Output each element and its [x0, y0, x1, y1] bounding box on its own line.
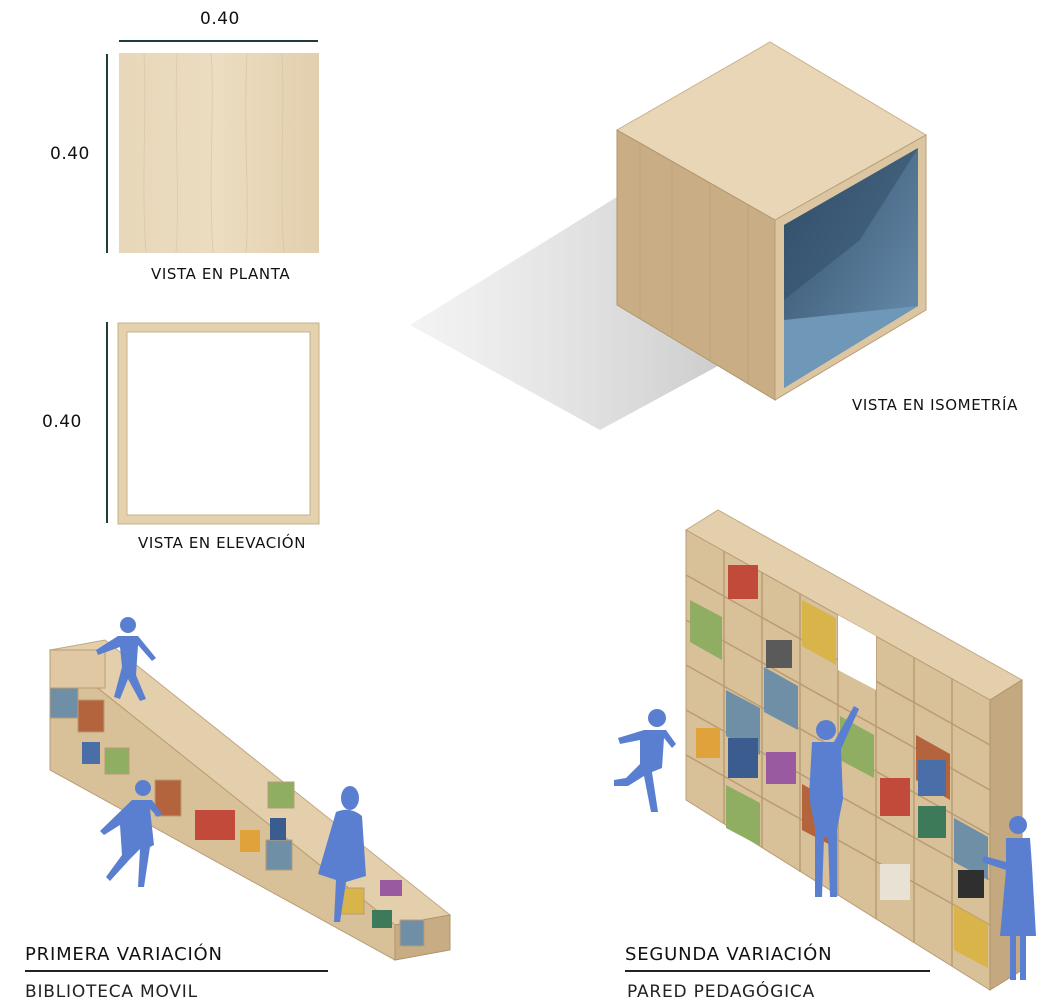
- first-variation-rule: [25, 970, 328, 972]
- cube-interior-floor: [784, 306, 918, 388]
- second-variation-rule: [625, 970, 930, 972]
- plan-height-dimension: 0.40: [50, 144, 90, 164]
- wall-cell-green: [726, 785, 760, 846]
- figure-climbing: [96, 617, 156, 701]
- cube-interior-back: [784, 148, 918, 300]
- second-variation-title: SEGUNDA VARIACIÓN: [625, 944, 833, 965]
- library-box: [49, 649, 106, 689]
- library-box-rust: [77, 699, 105, 733]
- wall-cell-blue: [954, 818, 988, 880]
- elevation-height-dimension: 0.40: [42, 412, 82, 432]
- library-box-blue: [399, 919, 425, 947]
- figure-sitting: [318, 786, 366, 922]
- elevation-caption: VISTA EN ELEVACIÓN: [138, 534, 307, 552]
- library-box-rust: [154, 779, 182, 817]
- elevation-height-dimension-line: [106, 322, 108, 523]
- plan-width-dimension: 0.40: [200, 9, 240, 29]
- figure-standing: [982, 816, 1036, 980]
- wall-cell-green: [690, 600, 722, 660]
- first-variation-subtitle: BIBLIOTECA MOVIL: [25, 982, 198, 1002]
- wall-cell-yellow: [802, 600, 836, 665]
- library-box-green: [104, 747, 130, 775]
- second-variation-subtitle: PARED PEDAGÓGICA: [627, 982, 815, 1002]
- figure-running: [100, 780, 162, 887]
- first-variation-title: PRIMERA VARIACIÓN: [25, 944, 223, 965]
- wall-cell-yellow: [954, 905, 988, 968]
- library-box-blue: [49, 687, 79, 719]
- library-box-green: [267, 781, 295, 809]
- wall-side: [989, 679, 1023, 991]
- wall-cell-blue: [764, 667, 798, 730]
- plan-caption: VISTA EN PLANTA: [151, 265, 291, 283]
- library-books: [82, 742, 402, 928]
- wall-books: [696, 565, 984, 900]
- plan-wood-square: [119, 52, 319, 254]
- plan-height-dimension-line: [106, 54, 108, 253]
- wall-opening: [838, 615, 876, 690]
- figure-reaching: [809, 706, 859, 897]
- figure-kicking: [614, 709, 676, 812]
- isometric-caption: VISTA EN ISOMETRÍA: [852, 396, 1018, 414]
- library-box-blue: [265, 839, 293, 871]
- elevation-frame: [117, 322, 320, 525]
- plan-width-dimension-line: [119, 40, 318, 42]
